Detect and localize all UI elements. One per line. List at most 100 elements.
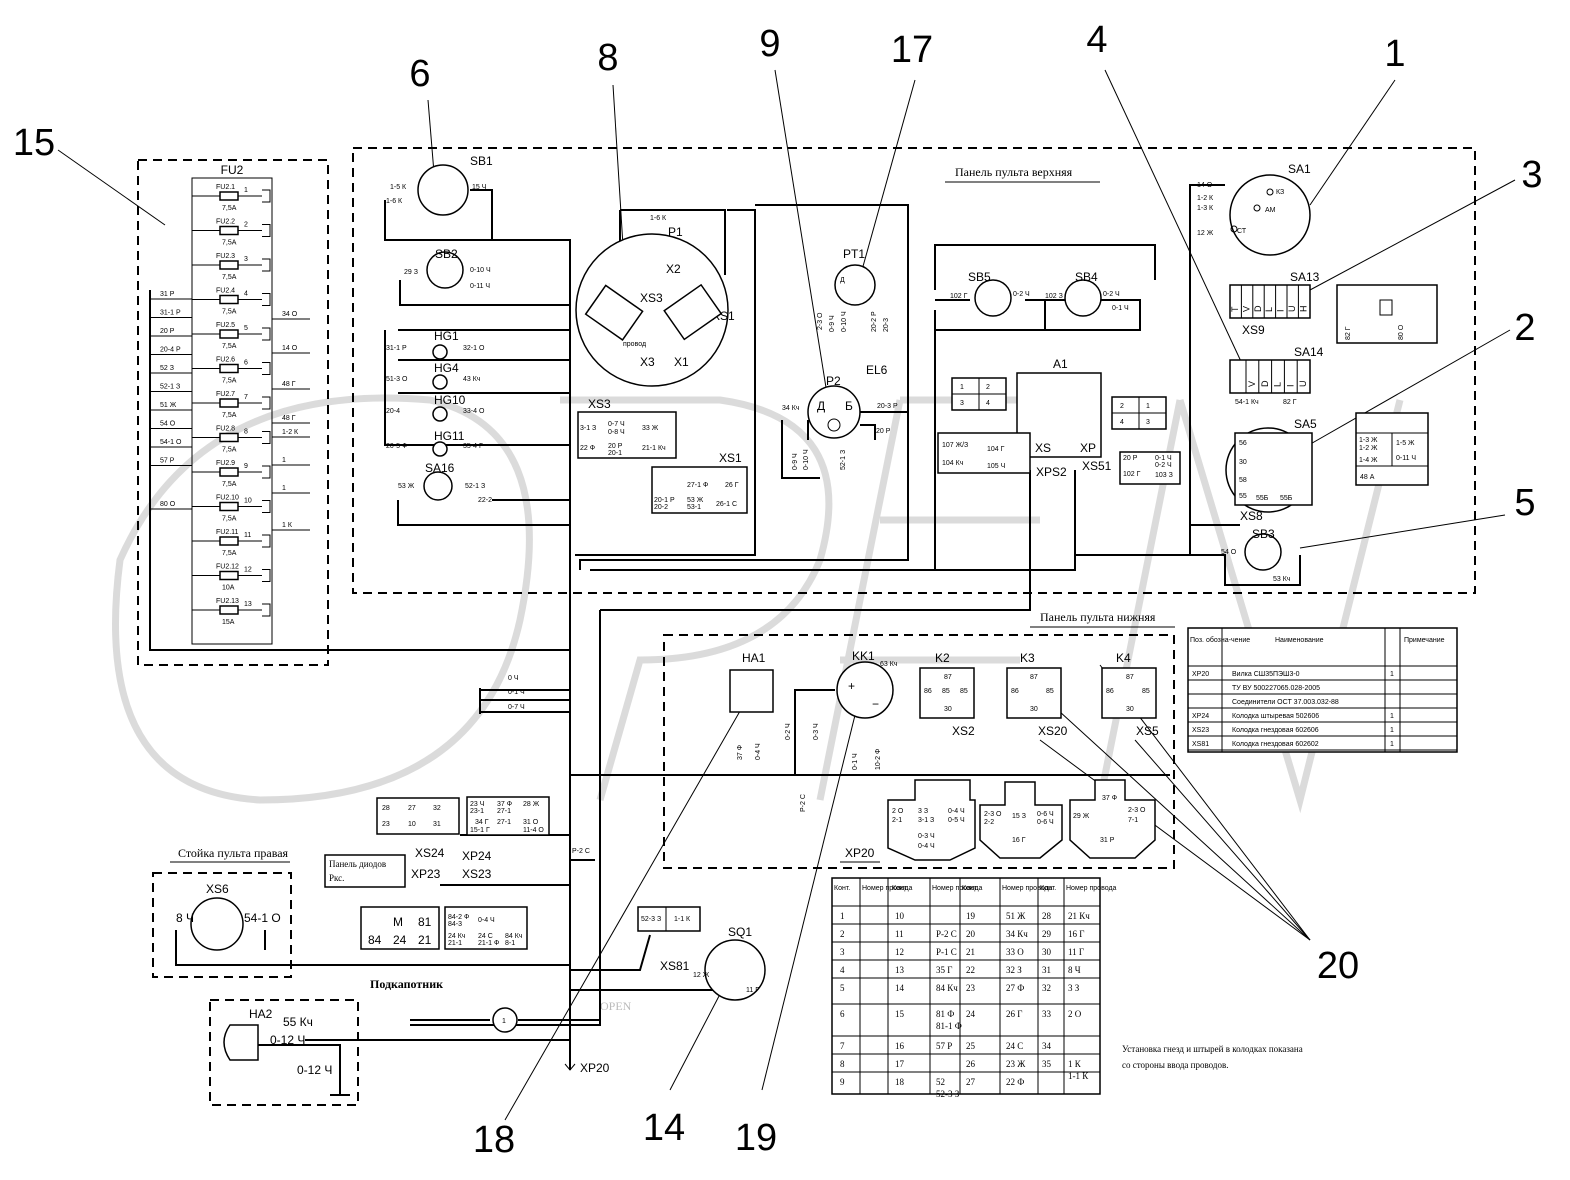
svg-text:84-3: 84-3 [448, 921, 462, 928]
fuse-right-wire: 1 [282, 485, 286, 492]
svg-text:XS: XS [1035, 441, 1051, 455]
svg-text:20-2 Р: 20-2 Р [871, 311, 878, 332]
svg-text:27-1: 27-1 [497, 819, 511, 826]
svg-text:XS1: XS1 [719, 451, 742, 465]
svg-text:105 Ч: 105 Ч [987, 463, 1006, 470]
fuse-rating: 7,5А [222, 447, 237, 454]
svg-text:2-1: 2-1 [892, 817, 902, 824]
sa13-cell: D [1253, 305, 1263, 312]
pin-table-header: Конт. [892, 885, 908, 892]
callout-3: 3 [1521, 154, 1542, 196]
svg-text:3-1 З: 3-1 З [580, 425, 596, 432]
svg-text:0-2 Ч: 0-2 Ч [1103, 291, 1120, 298]
svg-text:52-1 З: 52-1 З [840, 450, 847, 470]
hg10-label: HG10 [434, 393, 466, 407]
pin-table-cell: 25 [966, 1041, 976, 1051]
fuse-id: FU2.12 [216, 564, 239, 571]
sb5-switch: SB5 102 Г 0-2 Ч [950, 270, 1030, 317]
xs6-label: XS6 [206, 882, 229, 896]
sq1-label: SQ1 [728, 925, 752, 939]
svg-text:31 О: 31 О [523, 819, 539, 826]
svg-text:Р-2 С: Р-2 С [800, 794, 807, 812]
relay-k2: K2 87 86 85 85 30 XS2 [919, 651, 975, 738]
svg-text:20-5 Ф: 20-5 Ф [386, 443, 407, 450]
pin-table-header: Номер провода [932, 885, 983, 892]
svg-text:3 З: 3 З [918, 808, 928, 815]
svg-text:82 Г: 82 Г [1283, 399, 1297, 406]
svg-text:31-1 Р: 31-1 Р [386, 345, 407, 352]
pin-table-cell: 33 О [1006, 947, 1024, 957]
callout-14: 14 [643, 1107, 685, 1149]
pin-table-cell: 9 [840, 1077, 845, 1087]
spec-table-cell: XP20 [1192, 671, 1209, 678]
svg-text:33-4 О: 33-4 О [463, 408, 485, 415]
svg-text:XS8: XS8 [1240, 509, 1263, 523]
sa14-cell: L [1273, 382, 1283, 387]
fuse-id: FU2.3 [216, 253, 235, 260]
pin-table-cell: 34 [1042, 1041, 1052, 1051]
svg-text:XS5: XS5 [1136, 724, 1159, 738]
pin-table-cell: 15 [895, 1009, 905, 1019]
fuse-icon [219, 294, 239, 305]
hg-lamps: HG1 HG4 HG10 HG11 31-1 Р 32-1 О 51-3 О 4… [386, 329, 485, 457]
fuse-left-wire: 31-1 Р [160, 310, 181, 317]
fuse-rating: 7,5А [222, 205, 237, 212]
svg-text:4: 4 [1120, 419, 1124, 426]
svg-text:Д: Д [817, 399, 825, 413]
fuse-left-wire: 20 Р [160, 328, 175, 335]
pin-table-cell: 52-3 З [936, 1089, 960, 1099]
sa13-cell: L [1264, 307, 1274, 312]
svg-text:XS9: XS9 [1242, 323, 1265, 337]
svg-text:XP24: XP24 [462, 849, 492, 863]
svg-text:0-1 Ч: 0-1 Ч [508, 689, 525, 696]
svg-text:Стойка пульта правая: Стойка пульта правая [178, 846, 289, 860]
fuse-rating: 7,5А [222, 412, 237, 419]
ha1-buzzer: HA1 37 Ф 0-4 Ч [729, 651, 774, 760]
svg-text:87: 87 [944, 674, 952, 681]
svg-text:54-1 О: 54-1 О [244, 911, 281, 925]
svg-text:30: 30 [1126, 706, 1134, 713]
pin-table-cell: 23 [966, 983, 976, 993]
svg-text:53 Ж: 53 Ж [687, 497, 704, 504]
fuse-out: 2 [244, 222, 248, 229]
svg-text:58: 58 [1239, 477, 1247, 484]
spec-table-cell: Колодка штыревая 502606 [1232, 713, 1319, 720]
fuse-left-wire: 54 О [160, 421, 176, 428]
spec-table-cell: Колодка гнездовая 602606 [1232, 727, 1319, 734]
svg-text:1-6 К: 1-6 К [386, 198, 403, 205]
pt1-sensor: PT1 Д 2-3 О 0-9 Ч 0-10 Ч 20-2 Р 20-3 [817, 247, 890, 332]
svg-text:1-2 К: 1-2 К [1197, 195, 1214, 202]
svg-text:0-11 Ч: 0-11 Ч [1396, 455, 1416, 462]
svg-text:53-1: 53-1 [687, 504, 701, 511]
fuse-rating: 7,5А [222, 378, 237, 385]
pin-table-cell: 31 [1042, 965, 1051, 975]
fuse-right-wire: 1-2 К [282, 429, 299, 436]
pin-table-cell: 24 С [1006, 1041, 1023, 1051]
svg-text:X2: X2 [666, 262, 681, 276]
pin-table-cell: 18 [895, 1077, 905, 1087]
fuse-left-wire: 52-1 З [160, 384, 180, 391]
sb1-switch: SB1 1-5 К 1-6 К 15 Ч [386, 154, 493, 216]
hg1-label: HG1 [434, 329, 459, 343]
sa5-switch: SA5 SA XS8 56 30 58 55 55Б 55Б 1-3 Ж 1-2… [1225, 412, 1429, 523]
spec-table-header: Поз. обозна-чение [1190, 636, 1250, 644]
callout-8: 8 [597, 37, 618, 79]
fuse-row: FU2.57,5А5 [192, 322, 271, 350]
svg-text:104 Кч: 104 Кч [942, 460, 964, 467]
svg-text:0-4 Ч: 0-4 Ч [948, 808, 965, 815]
svg-text:XP: XP [1080, 441, 1096, 455]
svg-text:4: 4 [986, 400, 990, 407]
sa14-label: SA14 [1294, 345, 1324, 359]
fuse-row: FU2.27,5А2 [192, 219, 271, 247]
svg-text:37 Ф: 37 Ф [497, 801, 512, 808]
svg-text:XP23: XP23 [411, 867, 441, 881]
fuse-id: FU2.4 [216, 288, 235, 295]
fuse-icon [219, 225, 239, 236]
svg-text:29 Ж: 29 Ж [1073, 813, 1090, 820]
svg-text:52-3 З: 52-3 З [641, 916, 661, 923]
sb2-switch: SB2 29 З 0-10 Ч 0-11 Ч [404, 247, 491, 290]
callout-4: 4 [1086, 19, 1107, 61]
svg-text:86: 86 [1106, 688, 1114, 695]
